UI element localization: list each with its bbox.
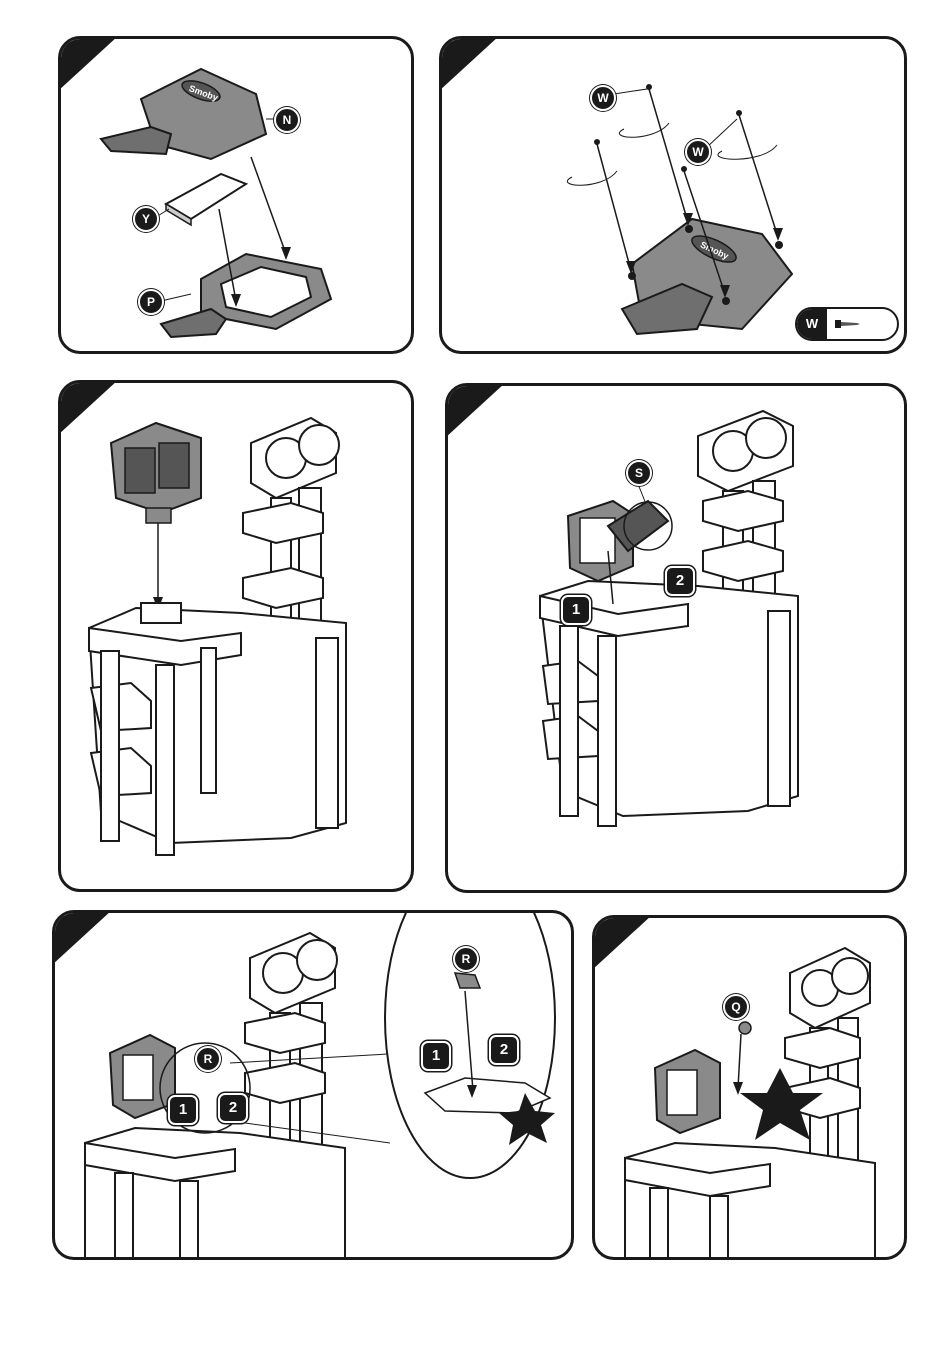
- step-number-2-main: 2: [218, 1093, 248, 1123]
- callout-r-main: R: [195, 1046, 221, 1072]
- step-number-2: 2: [665, 566, 695, 596]
- step-panel-1: Smoby N Y P: [58, 36, 414, 354]
- callout-w-left: W: [590, 85, 616, 111]
- callout-s: S: [626, 460, 652, 486]
- step-number-1: 1: [561, 595, 591, 625]
- callout-n: N: [274, 107, 300, 133]
- step-panel-6: Q: [592, 915, 907, 1260]
- step-number-2-zoom: 2: [489, 1035, 519, 1065]
- part-q-install-illustration: [595, 918, 907, 1260]
- cart-tray-install-illustration: [61, 383, 414, 892]
- part-r-install-illustration: [55, 913, 574, 1260]
- callout-r-zoom: R: [453, 946, 479, 972]
- callout-q: Q: [723, 994, 749, 1020]
- step-panel-5: R R 1 2 1 2: [52, 910, 574, 1260]
- scanner-install-illustration: [448, 386, 907, 893]
- callout-w-right: W: [685, 139, 711, 165]
- step-panel-4: S 1 2: [445, 383, 907, 893]
- parts-legend-w: W: [795, 307, 899, 341]
- screw-icon: [835, 317, 861, 331]
- callout-y: Y: [133, 206, 159, 232]
- step-number-1-zoom: 1: [421, 1041, 451, 1071]
- callout-p: P: [138, 289, 164, 315]
- battery-cover-illustration: Smoby: [61, 39, 414, 354]
- legend-label: W: [797, 309, 827, 339]
- step-panel-3: [58, 380, 414, 892]
- step-number-1-main: 1: [168, 1095, 198, 1125]
